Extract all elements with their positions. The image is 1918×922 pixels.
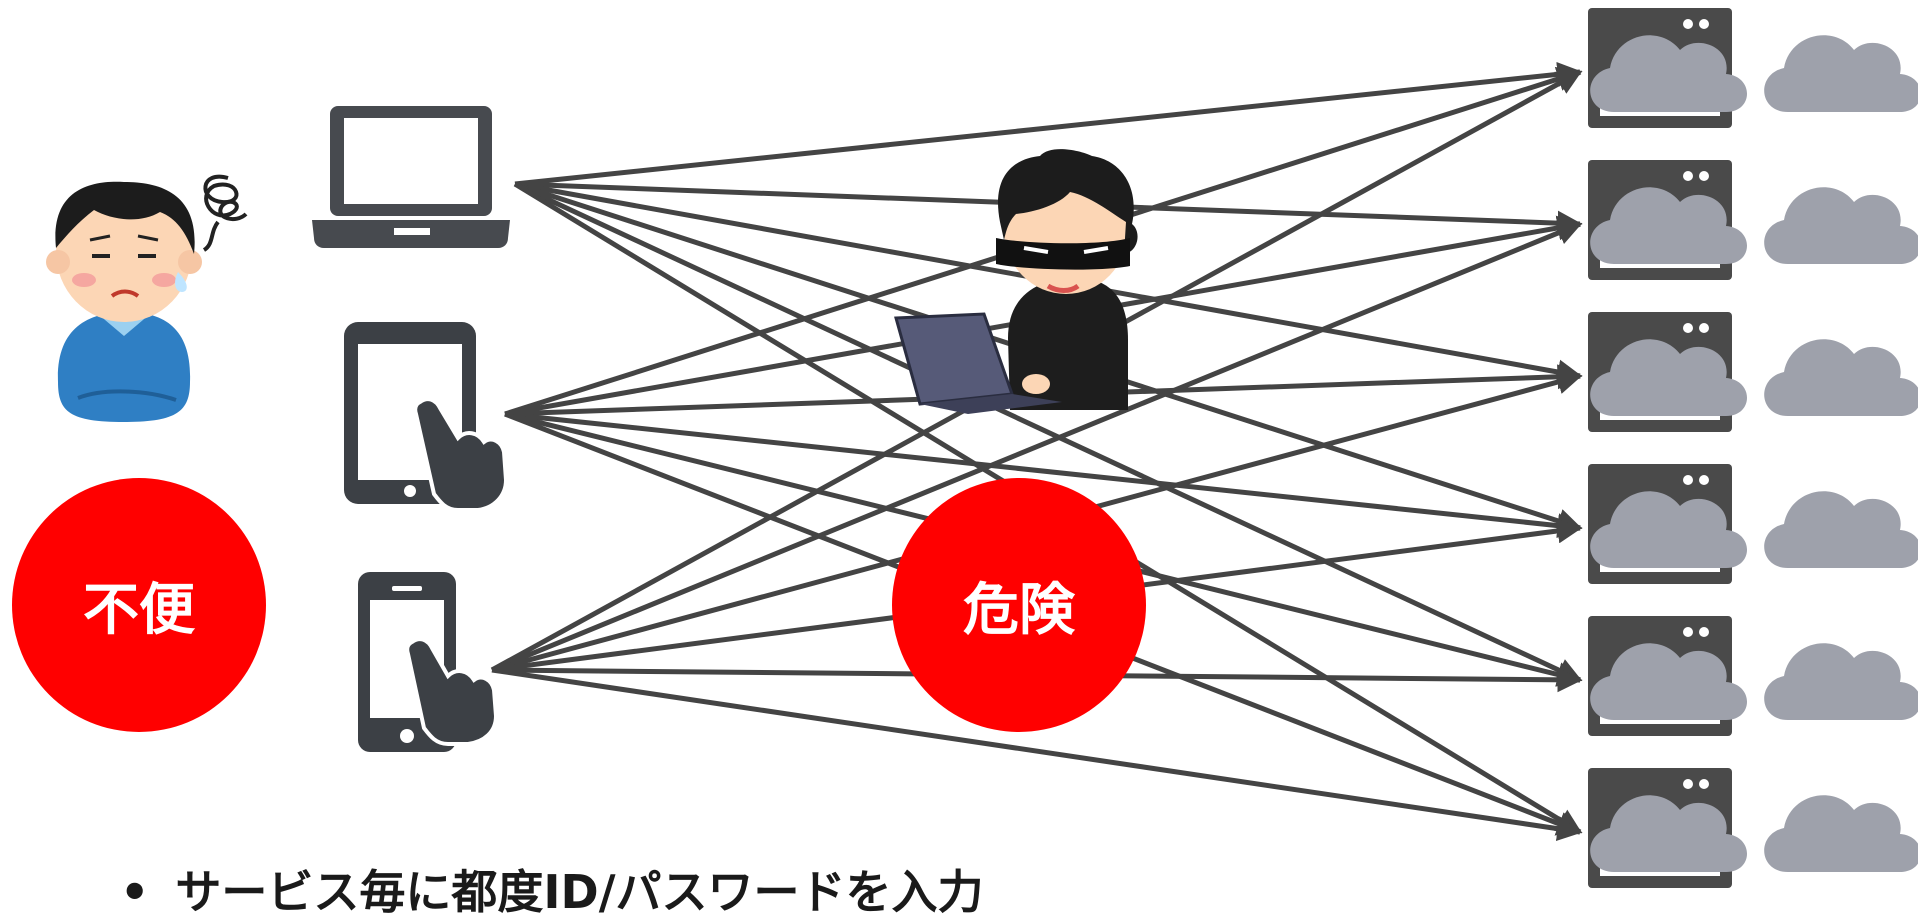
laptop-icon bbox=[312, 106, 510, 248]
confused-person-icon bbox=[46, 174, 248, 422]
connection-line bbox=[491, 220, 1583, 673]
cloud-server-icon bbox=[1588, 464, 1918, 584]
hacker-icon bbox=[894, 149, 1138, 414]
danger-badge: 危険 bbox=[892, 478, 1146, 732]
smartphone-icon bbox=[358, 572, 499, 752]
service-column bbox=[1588, 8, 1918, 888]
caption-line: • サービス毎に都度ID/パスワードを入力 bbox=[120, 856, 984, 922]
inconvenient-badge: 不便 bbox=[12, 478, 266, 732]
connection-line bbox=[504, 411, 1583, 539]
cloud-server-icon bbox=[1588, 312, 1918, 432]
cloud-server-icon bbox=[1588, 768, 1918, 888]
cloud-server-icon bbox=[1588, 8, 1918, 128]
inconvenient-label: 不便 bbox=[83, 577, 195, 643]
cloud-server-icon bbox=[1588, 160, 1918, 280]
caption-text: サービス毎に都度ID/パスワードを入力 bbox=[175, 865, 984, 919]
connection-line bbox=[491, 667, 1583, 842]
service-login-diagram bbox=[46, 8, 1918, 888]
cloud-server-icon bbox=[1588, 616, 1918, 736]
connection-line bbox=[514, 61, 1583, 187]
danger-label: 危険 bbox=[963, 577, 1075, 643]
tablet-icon bbox=[344, 322, 509, 512]
caption-bullet: • bbox=[120, 865, 150, 919]
connection-line bbox=[513, 181, 1583, 683]
